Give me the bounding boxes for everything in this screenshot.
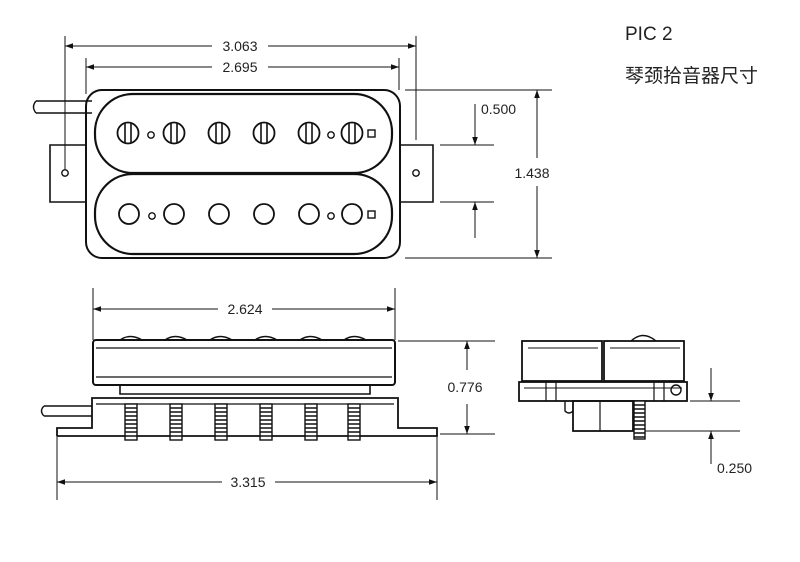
threaded-screw — [259, 403, 273, 441]
side-threaded-screw — [633, 400, 646, 440]
slug-poles — [118, 203, 376, 225]
pole-hole — [327, 212, 335, 220]
baseplate-profile — [56, 397, 438, 437]
slug-pole — [118, 203, 140, 225]
diagram-title: PIC 2 — [625, 24, 673, 45]
pole-hole — [147, 131, 155, 139]
bobbin-bottom — [93, 172, 394, 256]
coil-tops — [119, 335, 367, 341]
side-view: 0.250 — [518, 334, 752, 476]
pole-screw — [340, 121, 364, 145]
threaded-screw — [347, 403, 361, 441]
slug-pole — [341, 203, 363, 225]
lead-wire — [32, 100, 92, 114]
diagram-subtitle: 琴颈拾音器尺寸 — [625, 65, 758, 87]
threaded-screw — [214, 403, 228, 441]
mounting-hole-right — [412, 169, 420, 177]
slug-pole — [253, 203, 275, 225]
dim-cover-width: 2.695 — [222, 59, 257, 75]
pole-hole — [148, 212, 156, 220]
slug-pole — [163, 203, 185, 225]
pole-screw — [207, 121, 231, 145]
side-coil-left — [521, 340, 603, 382]
pole-screw — [297, 121, 321, 145]
base-spacer — [119, 385, 371, 395]
extension-lines-top — [64, 36, 552, 259]
dim-pole-offset: 0.500 — [481, 101, 516, 117]
slug-pole — [208, 203, 230, 225]
dim-overall-width: 3.063 — [222, 38, 257, 54]
top-view: 3.063 2.695 0.500 1.438 — [32, 36, 552, 259]
front-view: 2.624 — [40, 288, 495, 500]
dim-plate-length: 3.315 — [230, 474, 265, 490]
pickup-body — [92, 339, 396, 386]
pole-hole — [327, 131, 335, 139]
mounting-ear-right — [400, 144, 434, 203]
mounting-ear-left — [49, 144, 86, 203]
lead-wire-front — [40, 405, 92, 417]
side-mount-block — [572, 400, 634, 432]
dim-base-length: 2.624 — [227, 301, 262, 317]
square-marker — [367, 210, 376, 219]
threaded-screw — [124, 403, 138, 441]
threaded-screw — [304, 403, 318, 441]
pole-screw — [116, 121, 140, 145]
dim-depth: 0.776 — [447, 379, 482, 395]
mounting-hole-left — [61, 169, 69, 177]
threaded-screw — [169, 403, 183, 441]
side-coil-right — [603, 340, 685, 382]
bobbin-top — [93, 92, 394, 175]
square-marker — [367, 129, 376, 138]
side-baseplate — [518, 381, 688, 402]
dim-screw-height: 0.250 — [717, 460, 752, 476]
adjustment-screws — [124, 403, 361, 441]
slug-pole — [298, 203, 320, 225]
slotted-pole-screws — [116, 121, 376, 145]
side-wire-hole — [670, 384, 682, 396]
extension-lines-front — [56, 288, 495, 500]
pole-screw — [162, 121, 186, 145]
pole-screw — [252, 121, 276, 145]
dim-overall-height: 1.438 — [514, 165, 549, 181]
base-plate-outline — [85, 89, 401, 259]
